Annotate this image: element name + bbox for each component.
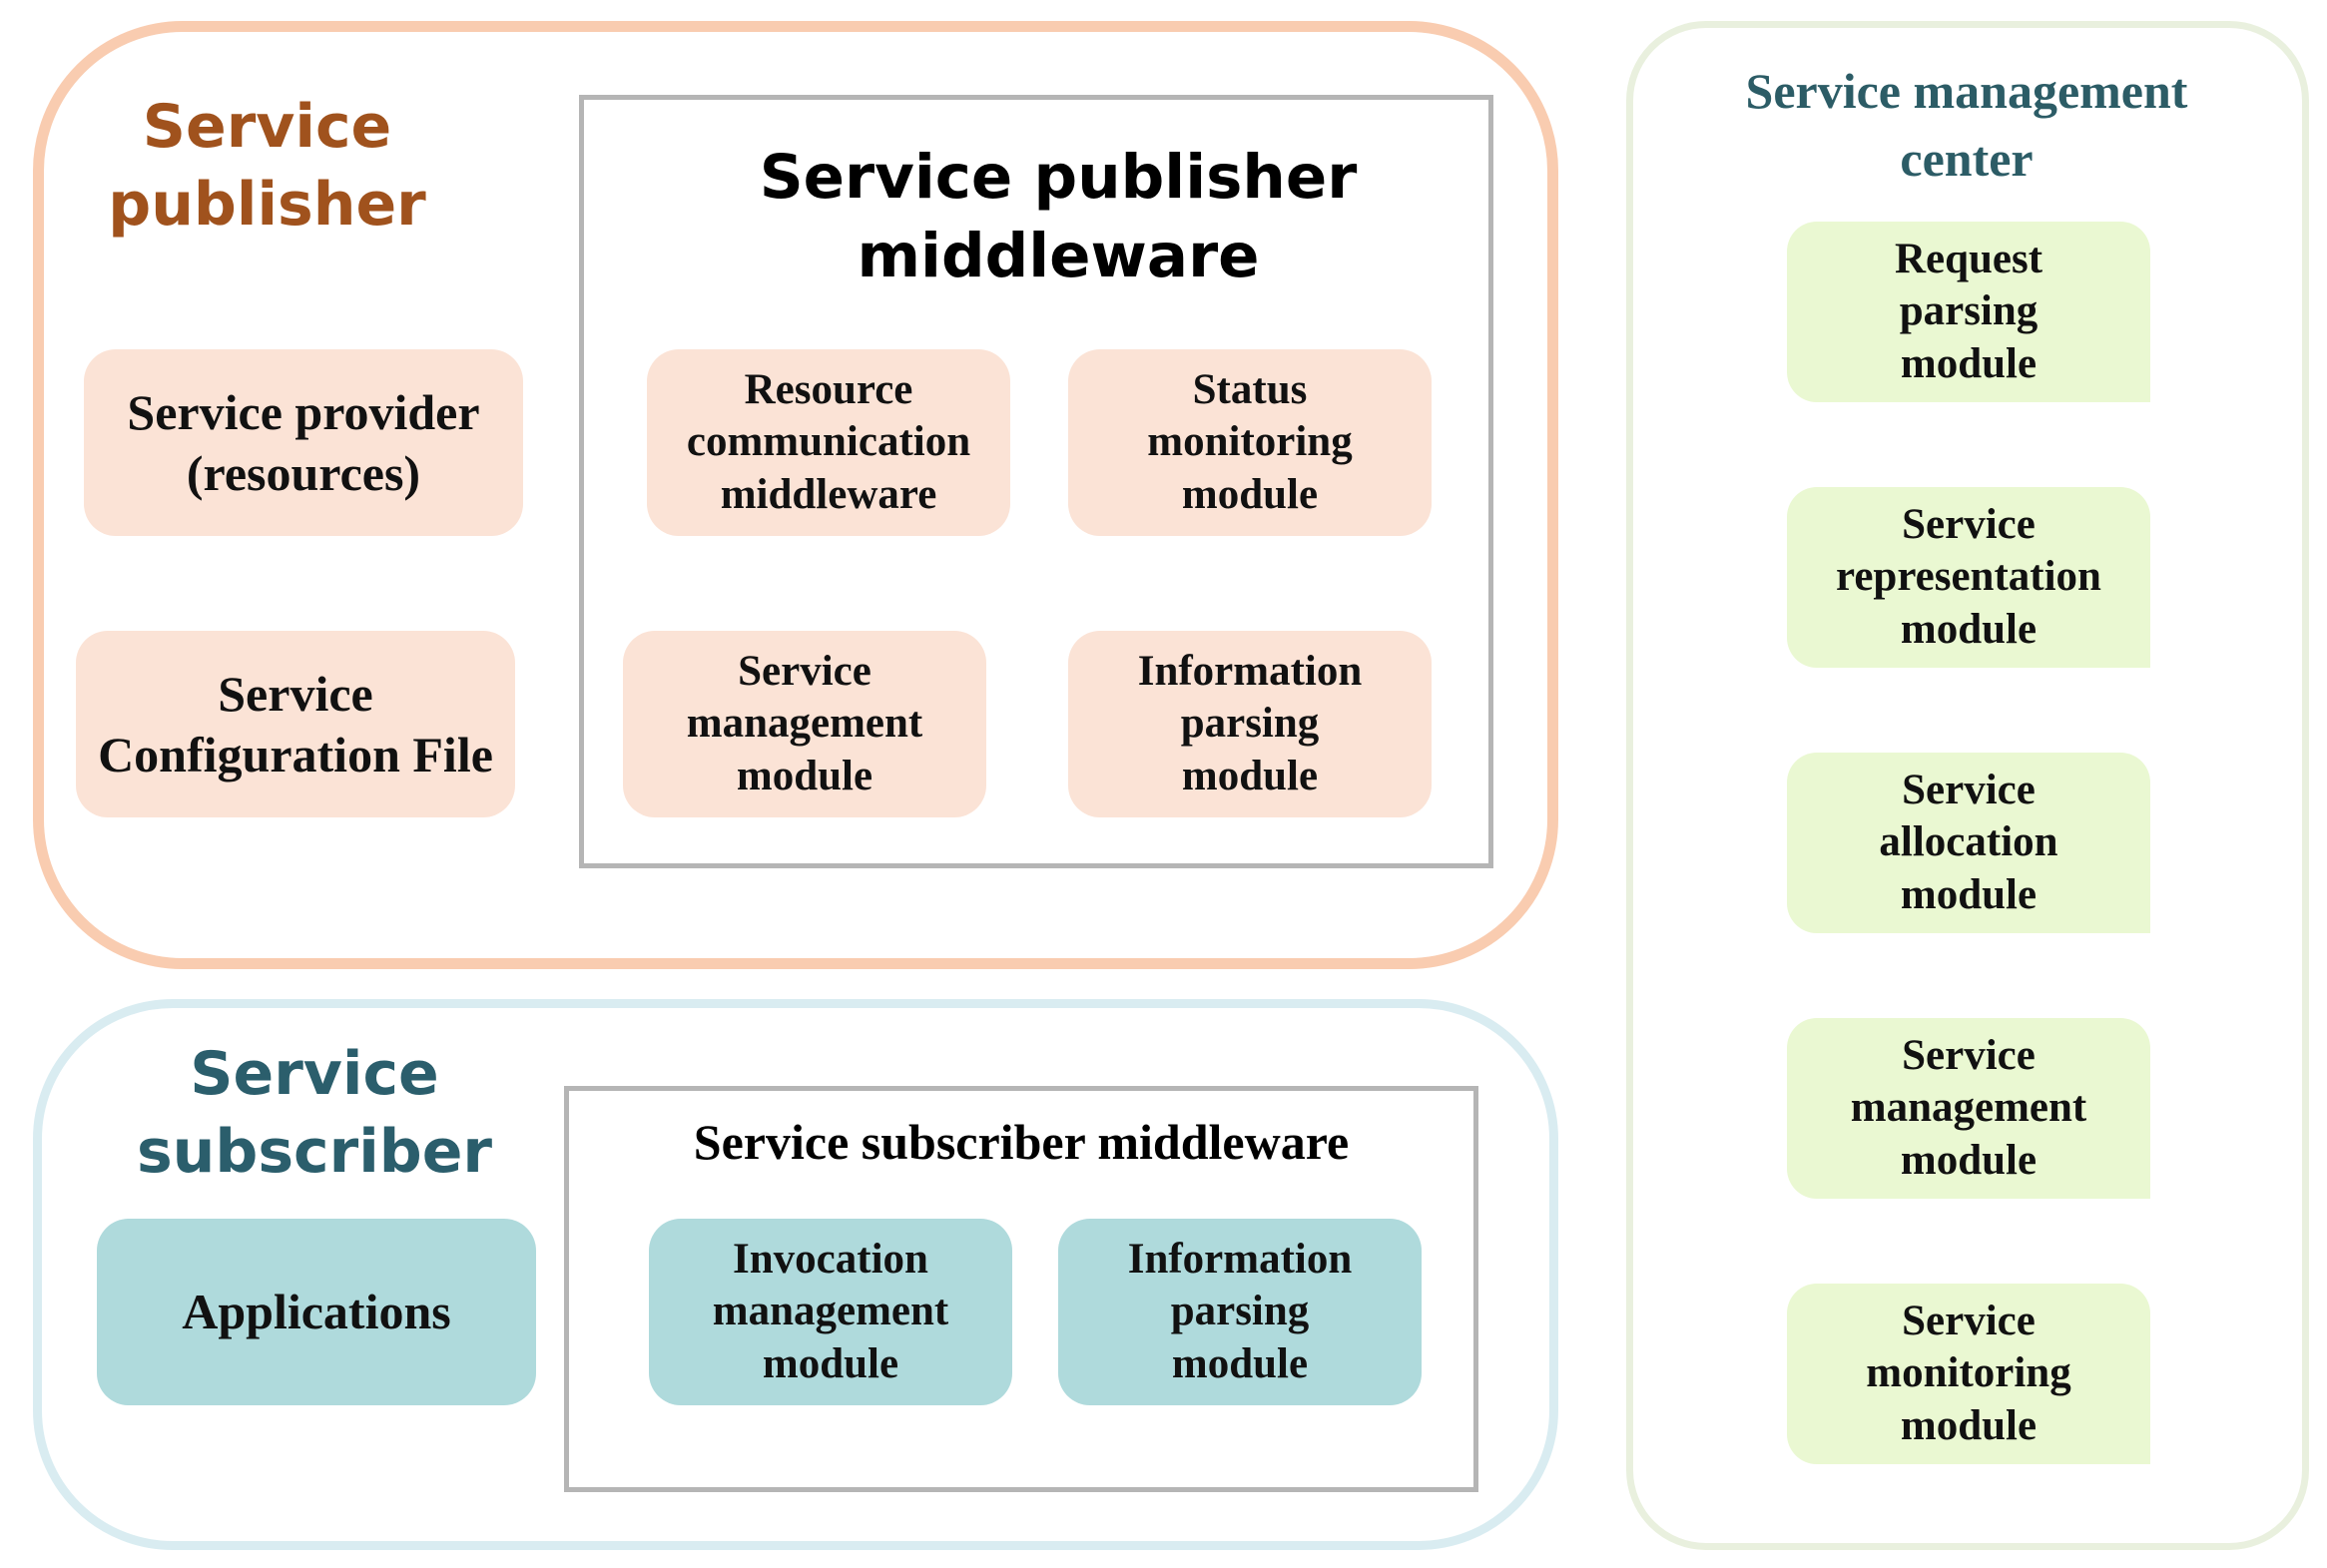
service-publisher-title: Service publisher: [108, 92, 426, 240]
publisher-information-parsing-module-node: Information parsing module: [1068, 631, 1432, 817]
service-publisher-middleware-title: Service publisher middleware: [759, 142, 1358, 292]
service-publisher-group: [33, 21, 1558, 969]
request-parsing-module-node: Request parsing module: [1787, 222, 2150, 402]
service-monitoring-module-node: Service monitoring module: [1787, 1284, 2150, 1464]
service-management-center-title: Service management center: [1745, 63, 2188, 187]
service-subscriber-group: [33, 999, 1558, 1550]
service-allocation-module-node: Service allocation module: [1787, 753, 2150, 933]
service-representation-module-node: Service representation module: [1787, 487, 2150, 668]
subscriber-information-parsing-module-node: Information parsing module: [1058, 1219, 1422, 1405]
center-service-management-module-node: Service management module: [1787, 1018, 2150, 1199]
service-configuration-file-node: Service Configuration File: [76, 631, 515, 817]
status-monitoring-module-node: Status monitoring module: [1068, 349, 1432, 536]
publisher-service-management-module-node: Service management module: [623, 631, 986, 817]
applications-node: Applications: [97, 1219, 536, 1405]
service-provider-node: Service provider (resources): [84, 349, 523, 536]
service-subscriber-middleware-title: Service subscriber middleware: [693, 1114, 1350, 1170]
service-subscriber-title: Service subscriber: [136, 1039, 493, 1187]
invocation-management-module-node: Invocation management module: [649, 1219, 1012, 1405]
service-management-center-group: [1626, 21, 2309, 1550]
resource-communication-middleware-node: Resource communication middleware: [647, 349, 1010, 536]
